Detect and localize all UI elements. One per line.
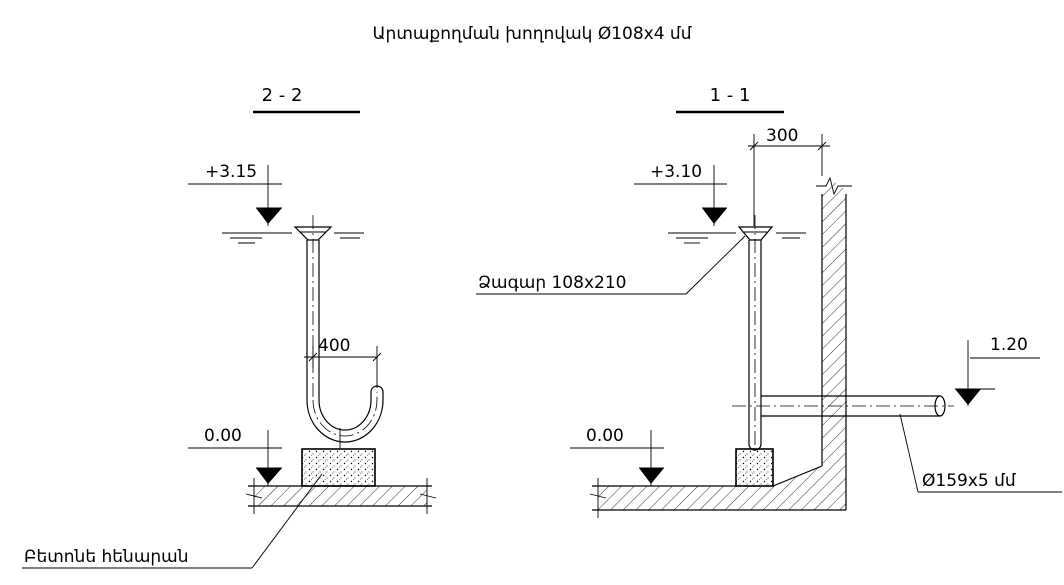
horizontal-pipe [732, 395, 954, 417]
drawing-title: Արտաքողման խողովակ Ø108x4 մմ [373, 24, 692, 44]
level-marker-top-right: +3.10 [634, 162, 727, 226]
outlet-pipe-right [737, 215, 774, 452]
level-marker-pipe: 1.20 [955, 335, 1040, 406]
concrete-base-leader: Բետոնե հենարան [22, 473, 323, 569]
section-2-2: 2 - 2 +3.15 [22, 85, 437, 569]
outlet-pipe-left [293, 215, 384, 448]
dim-top-right-text: 300 [766, 126, 798, 146]
dim-top-right: 300 [748, 126, 830, 226]
concrete-base-left [301, 448, 376, 487]
level-bottom-left-text: 0.00 [204, 426, 242, 446]
level-marker-top-left: +3.15 [188, 162, 282, 226]
pipe-text: Ø159x5 մմ [922, 471, 1016, 491]
wall-and-slab [589, 176, 852, 518]
pipe-leader: Ø159x5 մմ [899, 413, 1062, 493]
water-surface-left [222, 232, 364, 244]
section-2-2-label: 2 - 2 [262, 85, 303, 106]
dim-hook-text: 400 [318, 336, 350, 356]
level-top-right-text: +3.10 [650, 162, 702, 182]
water-surface-right [668, 232, 806, 244]
concrete-base-text: Բետոնե հենարան [24, 547, 189, 567]
level-top-left-text: +3.15 [205, 162, 257, 182]
funnel-leader: Ձագար 108x210 [476, 235, 746, 295]
dim-hook-left: 400 [304, 336, 382, 388]
ground-slab-left [245, 478, 437, 514]
level-bottom-right-text: 0.00 [586, 426, 624, 446]
level-pipe-text: 1.20 [990, 335, 1028, 355]
concrete-base-right [735, 448, 774, 487]
funnel-text: Ձագար 108x210 [478, 273, 626, 293]
section-1-1: 1 - 1 300 +3.10 [476, 85, 1062, 518]
level-marker-bottom-left: 0.00 [188, 426, 282, 486]
section-1-1-label: 1 - 1 [710, 85, 751, 106]
level-marker-bottom-right: 0.00 [570, 426, 664, 486]
